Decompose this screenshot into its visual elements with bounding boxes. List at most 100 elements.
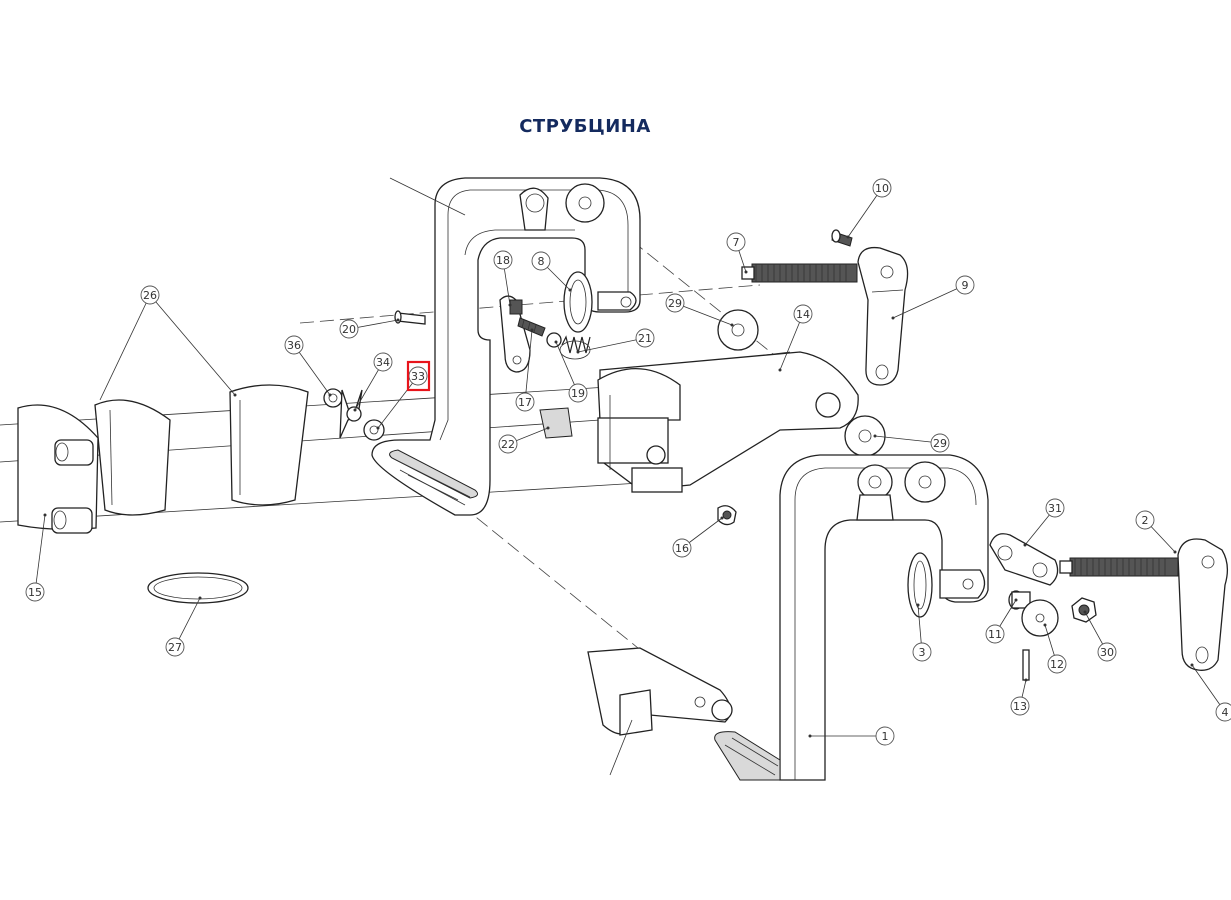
callout-19: 19 — [554, 340, 588, 403]
callout-circle — [568, 383, 588, 403]
callout-circle — [912, 642, 932, 662]
leader-offpage-upper — [389, 177, 466, 216]
callout-circle — [498, 434, 518, 454]
callout-leader — [293, 344, 331, 396]
callout-10: 10 — [846, 178, 892, 239]
callout-7: 7 — [726, 232, 748, 274]
callout-leader-dot — [1014, 598, 1018, 602]
callout-number: 4 — [1222, 706, 1229, 719]
callout-8: 8 — [531, 251, 572, 292]
callout-leader-dot — [778, 368, 782, 372]
callout-14: 14 — [778, 304, 813, 372]
callout-circle — [930, 433, 950, 453]
callout-number: 17 — [518, 396, 532, 409]
callout-36: 36 — [284, 335, 332, 397]
callout-number: 16 — [675, 542, 689, 555]
upper-clamp-bracket — [371, 177, 641, 516]
callout-circle — [1215, 702, 1231, 722]
callout-leader-dot — [576, 350, 580, 354]
callout-leader-dot — [1083, 610, 1087, 614]
callout-number: 11 — [988, 628, 1002, 641]
callout-leader — [149, 294, 236, 396]
part-34 — [339, 389, 363, 439]
callout-leader — [874, 435, 941, 444]
part-8 — [563, 271, 637, 333]
callout-leader — [674, 302, 733, 326]
callout-11: 11 — [985, 598, 1018, 644]
callout-leader-dot — [720, 516, 724, 520]
callout-leader — [99, 294, 151, 401]
callout-number: 27 — [168, 641, 182, 654]
callout-20: 20 — [339, 318, 400, 339]
callout-leader — [34, 514, 46, 593]
callout-leader — [1191, 664, 1226, 713]
callout-number: 8 — [538, 255, 545, 268]
callout-number: 30 — [1100, 646, 1114, 659]
part-4 — [1177, 538, 1229, 671]
callout-leader — [847, 187, 883, 238]
callout-circle — [493, 250, 513, 270]
callout-leader-dot — [846, 235, 850, 239]
callout-leader-dot — [353, 408, 357, 412]
callout-leader-dot — [43, 513, 47, 517]
callout-circle — [872, 178, 892, 198]
part-13 — [1022, 649, 1030, 681]
callout-circle — [635, 328, 655, 348]
callout-leader-dot — [233, 393, 237, 397]
part-22 — [539, 407, 573, 439]
callout-number: 36 — [287, 339, 301, 352]
page-title: СТРУБЦИНА — [519, 116, 651, 137]
callout-1: 1 — [808, 726, 895, 746]
callout-leader-dot — [1190, 663, 1194, 667]
callout-number: 21 — [638, 332, 652, 345]
part-14 — [597, 351, 859, 493]
callout-26: 26 — [140, 285, 237, 397]
part-16 — [717, 505, 737, 526]
lower-clamp-bracket — [714, 454, 989, 781]
leader-offpage-lower — [609, 719, 633, 776]
callout-number: 12 — [1050, 658, 1064, 671]
callout-number: 10 — [875, 182, 889, 195]
callout-leader-dot — [730, 323, 734, 327]
callout-number: 13 — [1013, 700, 1027, 713]
callout-15: 15 — [25, 513, 47, 602]
callout-circle — [1135, 510, 1155, 530]
callout-13: 13 — [1010, 678, 1030, 716]
callout-leader-dot — [873, 434, 877, 438]
callout-circle — [531, 251, 551, 271]
callout-number: 34 — [376, 356, 390, 369]
callout-leader-dot — [916, 603, 920, 607]
callout-number: 29 — [933, 437, 947, 450]
callout-circle — [985, 624, 1005, 644]
callout-circle — [955, 275, 975, 295]
callout-circle — [1010, 696, 1030, 716]
callout-number: 31 — [1048, 502, 1062, 515]
callout-leader — [577, 337, 646, 353]
callout-leader-dot — [568, 288, 572, 292]
part-20 — [394, 310, 426, 325]
callout-9: 9 — [891, 275, 975, 320]
callout-number: 29 — [668, 297, 682, 310]
part-2 — [1059, 557, 1179, 577]
part-29-lower — [844, 415, 886, 457]
callout-16: 16 — [672, 516, 724, 558]
callout-leader-dot — [508, 303, 512, 307]
callout-leader-dot — [530, 328, 534, 332]
callout-circle — [165, 637, 185, 657]
callout-number: 14 — [796, 308, 810, 321]
callout-27: 27 — [165, 596, 202, 657]
part-19 — [546, 332, 562, 348]
part-26 — [17, 384, 309, 531]
callout-circle — [339, 319, 359, 339]
callout-17: 17 — [515, 328, 535, 412]
callout-31: 31 — [1023, 498, 1065, 547]
callout-leader — [377, 375, 419, 429]
callout-circle — [1097, 642, 1117, 662]
callout-circle — [284, 335, 304, 355]
part-36 — [323, 388, 343, 408]
callout-leader-dot — [328, 393, 332, 397]
callout-number: 33 — [411, 370, 425, 383]
callout-number: 18 — [496, 254, 510, 267]
callout-leader-dot — [554, 340, 558, 344]
